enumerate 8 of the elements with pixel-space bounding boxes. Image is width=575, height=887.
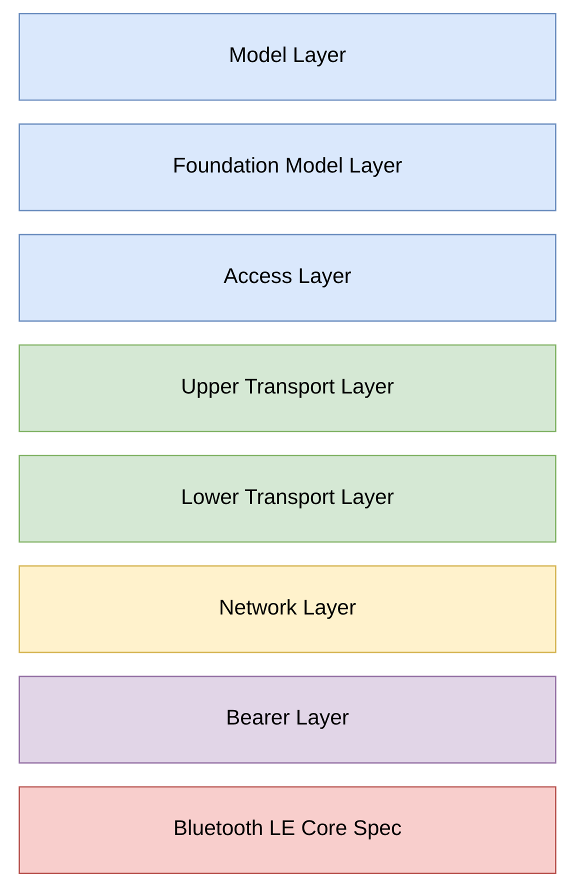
node-box: Bearer Layer bbox=[18, 676, 556, 764]
node-box: Access Layer bbox=[18, 234, 556, 322]
node-box: Foundation Model Layer bbox=[18, 123, 556, 212]
node-box: Upper Transport Layer bbox=[18, 344, 556, 432]
node-box: Network Layer bbox=[18, 565, 556, 654]
node-box: Model Layer bbox=[18, 12, 556, 101]
node-box: Lower Transport Layer bbox=[18, 454, 556, 543]
node-box: Bluetooth LE Core Spec bbox=[18, 786, 556, 874]
